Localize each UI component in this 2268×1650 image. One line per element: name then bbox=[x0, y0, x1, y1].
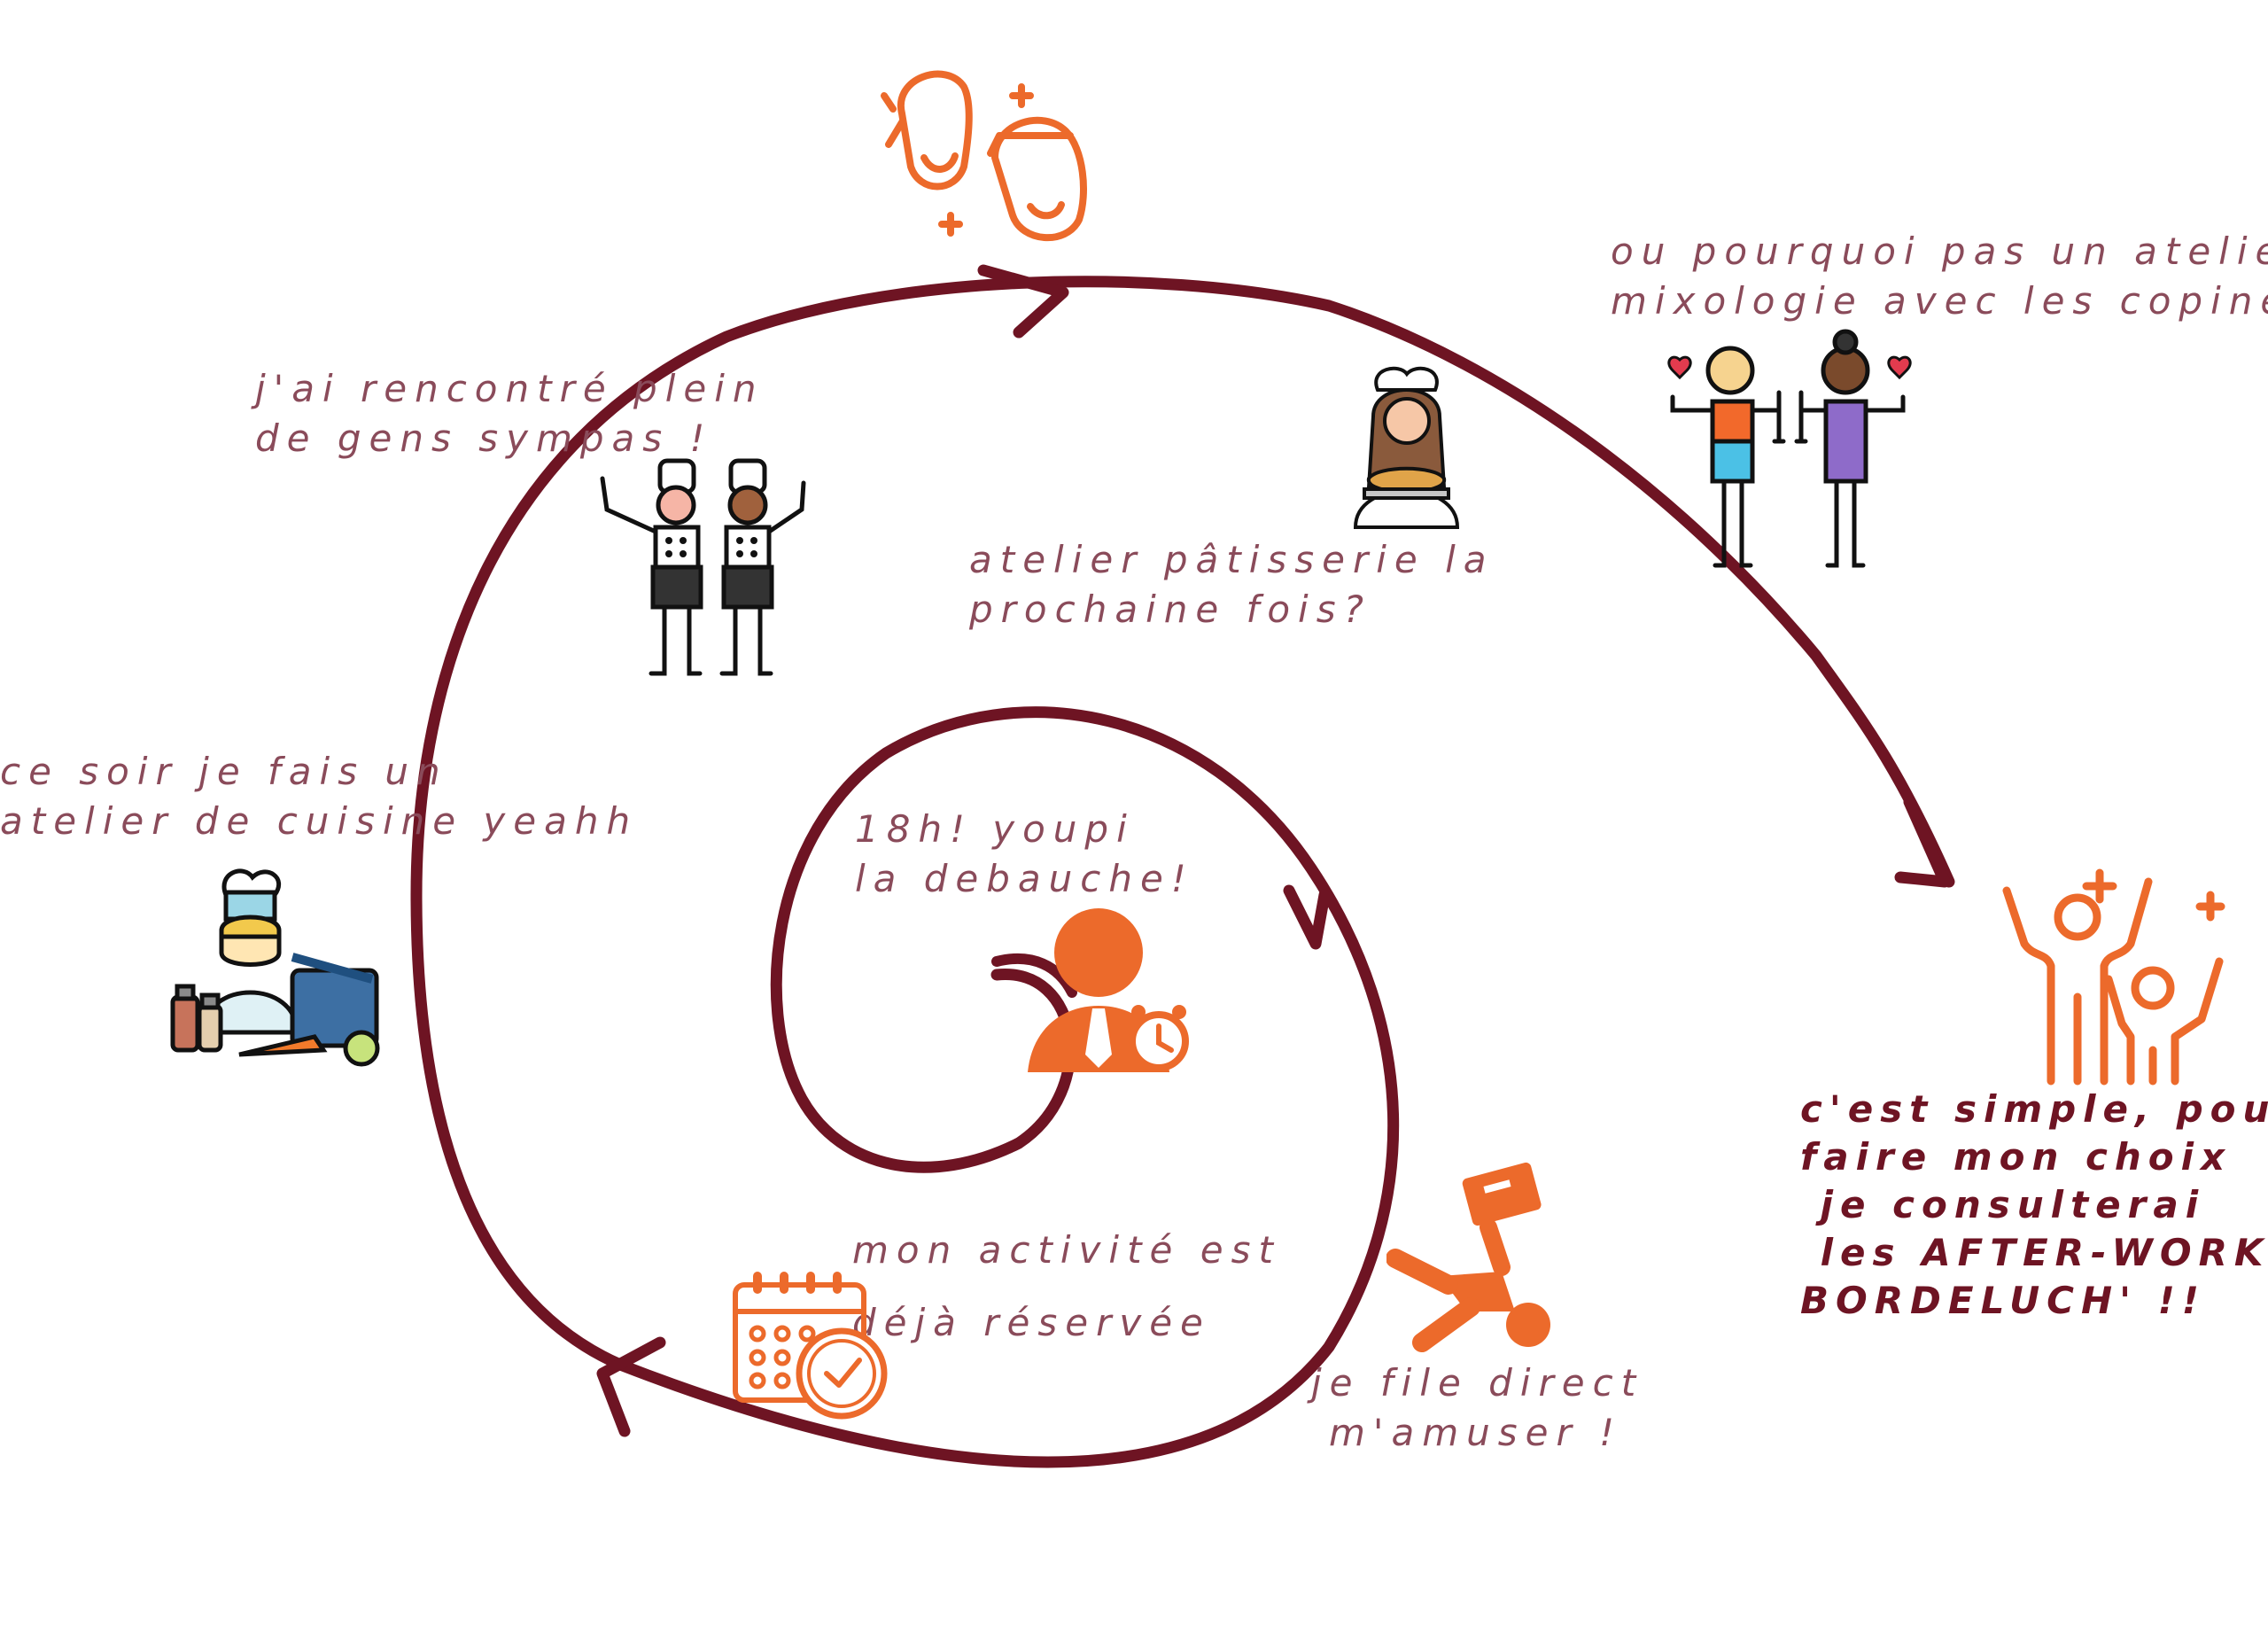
chef-cooking-pot-icon bbox=[170, 868, 380, 1067]
calendar-clock-icon bbox=[733, 1272, 888, 1420]
spiral-line bbox=[410, 276, 1955, 1468]
friends-toasting-icon bbox=[1667, 329, 1912, 568]
caption-booked: mon activité est déjà réservée bbox=[852, 1228, 1281, 1344]
caption-cooking: ce soir je fais un atelier de cuisine ye… bbox=[0, 750, 639, 843]
two-chefs-icon bbox=[600, 458, 806, 676]
arrowhead-bottom-left bbox=[596, 1336, 666, 1437]
falling-businessman-icon bbox=[1386, 1162, 1550, 1352]
happy-faces-icon bbox=[881, 70, 1087, 242]
arrowhead-right-outer bbox=[1894, 796, 1951, 888]
arrowhead-right-inner bbox=[1283, 884, 1331, 950]
caption-mixology: ou pourquoi pas un atelier mixologie ave… bbox=[1611, 230, 2268, 323]
caption-met-people: j'ai rencontré plein de gens sympas ! bbox=[255, 367, 765, 460]
arrowhead-top bbox=[977, 264, 1069, 339]
caption-go-fun: je file direct m'amuser ! bbox=[1311, 1361, 1644, 1454]
caption-pastry: atelier pâtisserie la prochaine fois? bbox=[969, 538, 1495, 631]
celebrating-people-icon bbox=[2002, 868, 2225, 1086]
conclusion-text: c'est simple, pour faire mon choix je co… bbox=[1800, 1087, 2268, 1322]
caption-six-pm: 18h! youpi la debauche! bbox=[855, 807, 1194, 900]
pastry-chef-pie-icon bbox=[1353, 366, 1460, 529]
office-worker-clock-icon bbox=[991, 908, 1189, 1072]
